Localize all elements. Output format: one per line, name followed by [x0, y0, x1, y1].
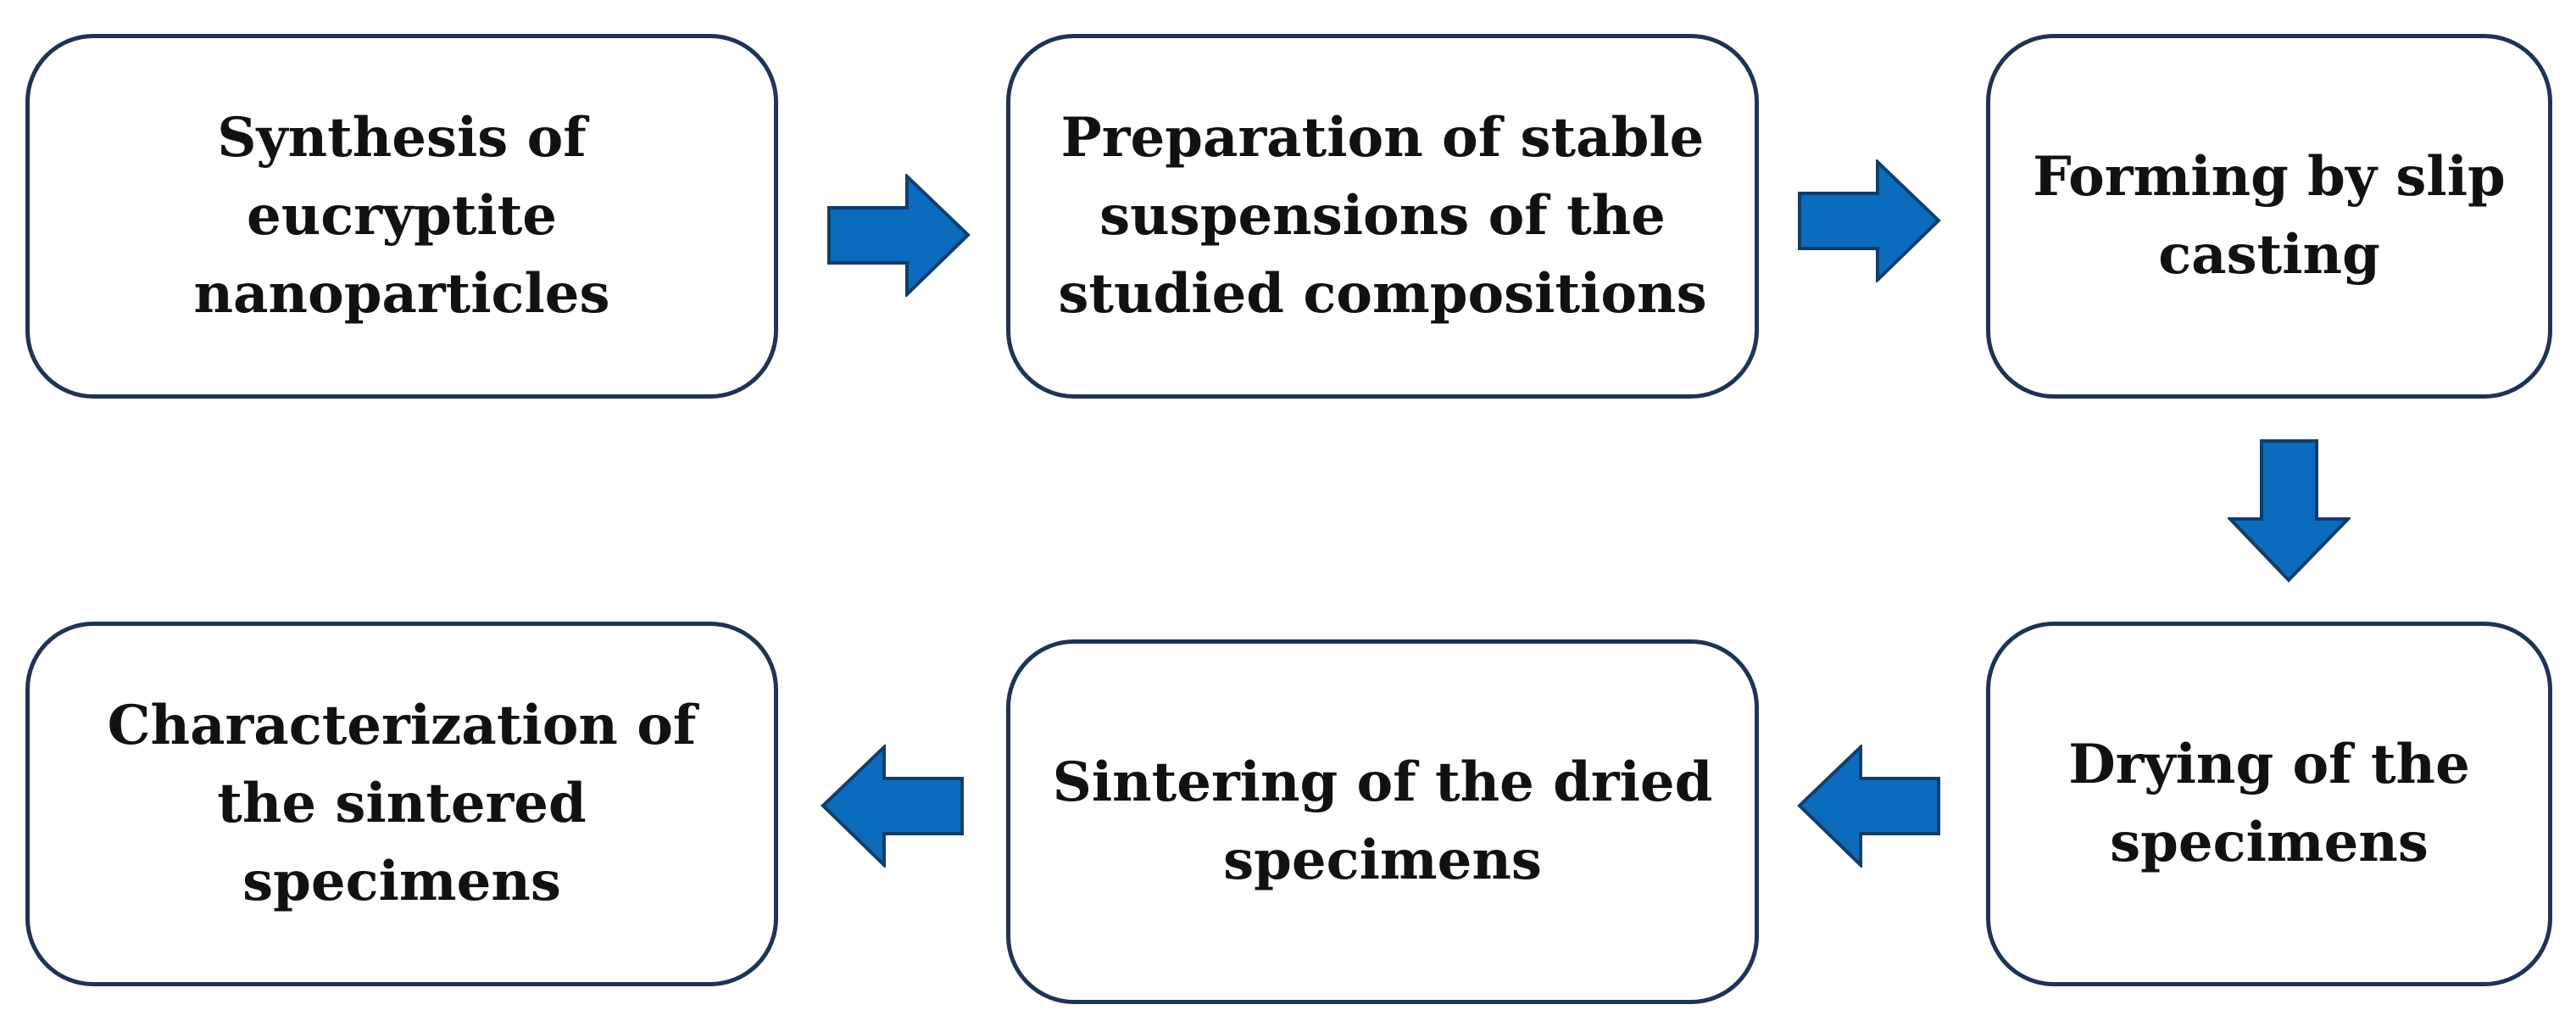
step-box-characterization: Characterization of the sintered specime… [25, 622, 778, 986]
arrow-left-icon [821, 745, 964, 868]
step-label-sintering: Sintering of the dried specimens [1052, 751, 1713, 892]
step-label-drying: Drying of the specimens [2068, 733, 2470, 874]
step-label-characterization: Characterization of the sintered specime… [107, 694, 697, 913]
arrow-right-icon [827, 174, 971, 297]
arrow-right-icon [1798, 159, 1941, 282]
step-label-synthesis: Synthesis of eucryptite nanoparticles [193, 106, 610, 326]
step-box-forming: Forming by slip casting [1986, 34, 2552, 399]
arrow-down-icon [2228, 439, 2351, 583]
step-box-synthesis: Synthesis of eucryptite nanoparticles [25, 34, 778, 399]
step-box-drying: Drying of the specimens [1986, 622, 2552, 986]
step-label-forming: Forming by slip casting [2033, 145, 2506, 287]
step-label-preparation: Preparation of stable suspensions of the… [1058, 106, 1707, 326]
step-box-preparation: Preparation of stable suspensions of the… [1006, 34, 1759, 399]
arrow-left-icon [1797, 745, 1940, 868]
step-box-sintering: Sintering of the dried specimens [1006, 639, 1759, 1004]
